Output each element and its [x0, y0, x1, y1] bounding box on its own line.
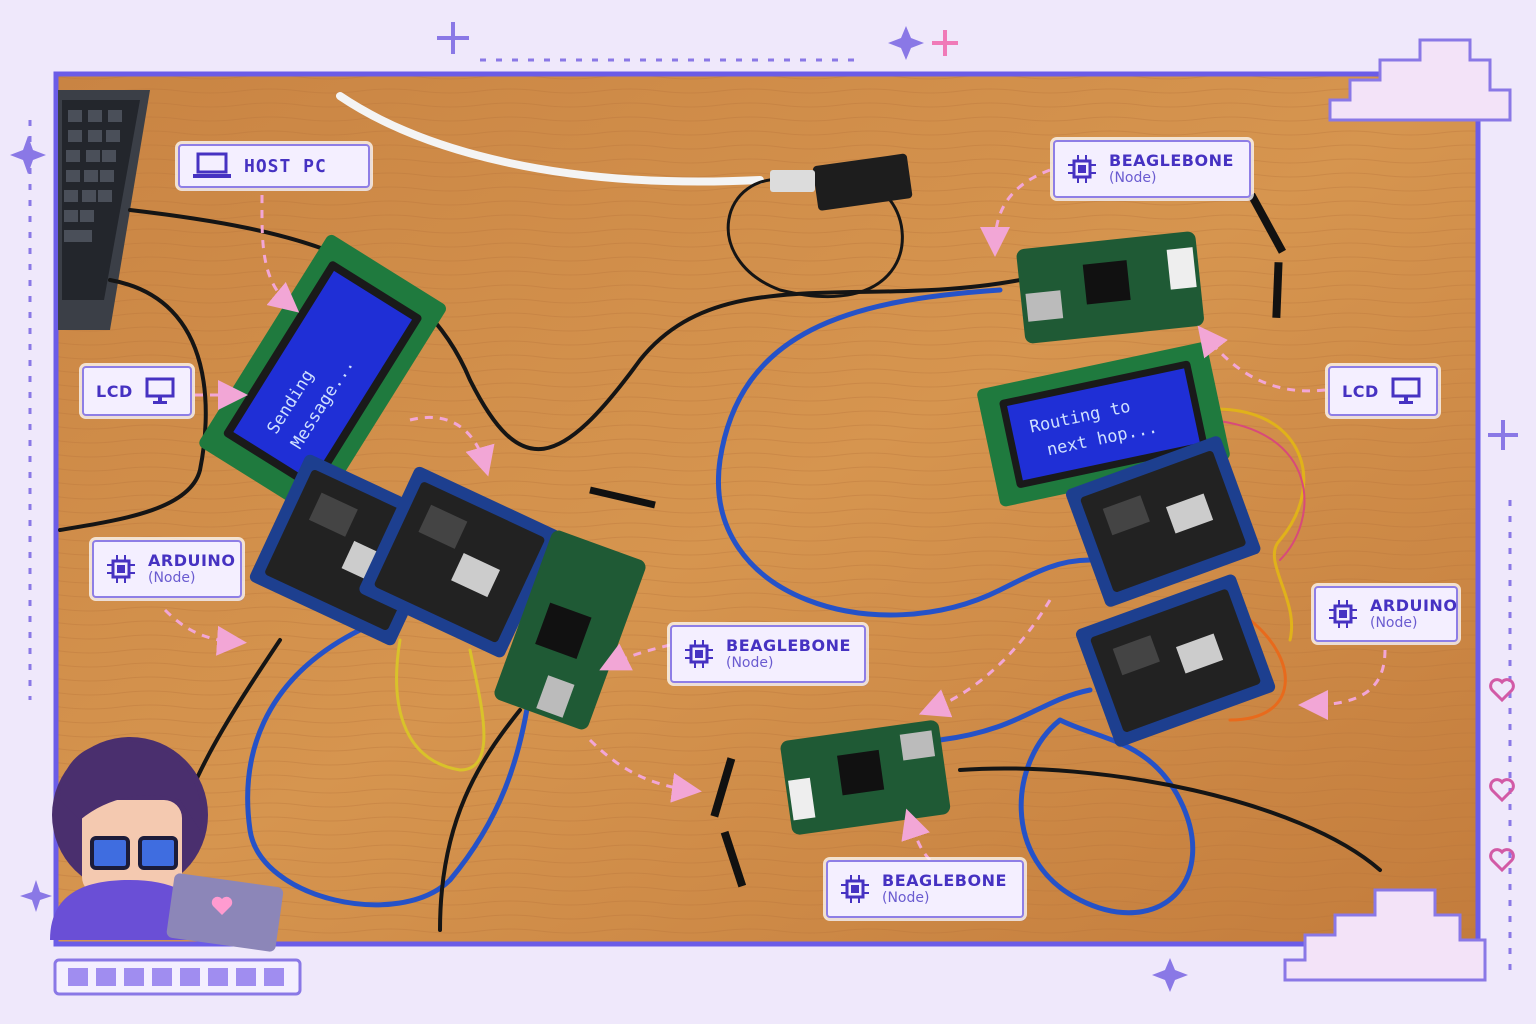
monitor-icon	[145, 377, 175, 404]
chip-icon	[685, 640, 713, 668]
label-arduino-left-sub: (Node)	[148, 570, 196, 587]
arduino-board-left-2	[359, 466, 560, 658]
chip-icon	[1329, 600, 1357, 628]
monitor-icon	[1391, 377, 1421, 404]
label-arduino-left: ARDUINO(Node)	[92, 540, 242, 598]
chip-icon	[1068, 155, 1096, 183]
arduino-board-right-1	[1065, 436, 1261, 607]
label-arduino-left-title: ARDUINO	[148, 551, 236, 570]
chip-icon	[107, 555, 135, 583]
frame-border	[53, 71, 1481, 947]
label-beaglebone-bottom-sub: (Node)	[882, 890, 930, 907]
cloud-decoration-top	[1328, 38, 1512, 122]
antenna	[589, 486, 656, 509]
label-beaglebone-mid-title: BEAGLEBONE	[726, 636, 851, 655]
pixel-avatar	[50, 737, 284, 952]
label-host-pc: HOST PC	[178, 144, 370, 188]
label-lcd-left: LCD	[82, 366, 192, 416]
label-beaglebone-mid: BEAGLEBONE(Node)	[670, 625, 866, 683]
label-beaglebone-bottom: BEAGLEBONE(Node)	[826, 860, 1024, 918]
lcd-module-left: Sending Message...	[199, 234, 446, 517]
label-lcd-left-title: LCD	[96, 381, 133, 401]
label-arduino-right-title: ARDUINO	[1370, 596, 1458, 615]
beaglebone-board-top	[1016, 192, 1286, 344]
beaglebone-board-bottom	[710, 720, 951, 888]
laptop-icon	[193, 152, 231, 178]
label-beaglebone-mid-sub: (Node)	[726, 655, 774, 672]
host-laptop	[58, 90, 150, 330]
label-beaglebone-top-sub: (Node)	[1109, 170, 1157, 187]
cloud-decoration-bottom	[1283, 888, 1487, 982]
heart-icons	[1489, 678, 1515, 873]
usb-adapter	[770, 153, 913, 211]
sparkle-icons	[10, 22, 1518, 992]
chip-icon	[841, 875, 869, 903]
label-arduino-right-sub: (Node)	[1370, 615, 1418, 632]
label-beaglebone-top: BEAGLEBONE(Node)	[1053, 140, 1251, 198]
label-lcd-right-title: LCD	[1342, 381, 1379, 401]
label-lcd-right: LCD	[1328, 366, 1438, 416]
beaglebone-board-mid	[494, 530, 646, 730]
label-beaglebone-bottom-title: BEAGLEBONE	[882, 871, 1007, 890]
label-beaglebone-top-title: BEAGLEBONE	[1109, 151, 1234, 170]
label-host-pc-title: HOST PC	[244, 155, 327, 177]
label-arduino-right: ARDUINO(Node)	[1314, 586, 1458, 642]
arduino-board-right-2	[1075, 574, 1276, 747]
frame-decoration	[28, 58, 1512, 980]
connection-arrows	[163, 168, 1387, 862]
progress-bar	[53, 958, 302, 996]
